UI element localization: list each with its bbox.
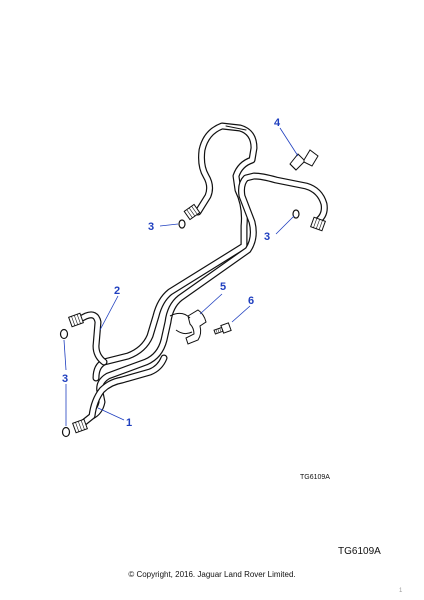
pipe-main-a (92, 122, 258, 382)
callout-3-right: 3 (264, 231, 270, 243)
fitting-right (310, 216, 326, 232)
pipe-branch-lower-left (78, 354, 168, 428)
copyright-text: © Copyright, 2016. Jaguar Land Rover Lim… (128, 570, 296, 579)
leader-6 (231, 305, 251, 323)
figure-reference-large: TG6109A (338, 546, 381, 557)
callout-1: 1 (126, 417, 132, 429)
pipe-branch-upper-left (74, 311, 108, 366)
pipe-assembly (74, 122, 328, 428)
pipe-main-b (88, 172, 328, 420)
callout-5: 5 (220, 281, 226, 293)
fitting-left-upper (68, 312, 84, 328)
callout-4: 4 (274, 117, 281, 129)
leader-3a (159, 223, 179, 227)
callout-3-top-left: 3 (148, 221, 154, 233)
fitting-left-lower (72, 418, 88, 434)
fitting-top-left (183, 203, 201, 221)
bolt (213, 322, 232, 335)
leader-1 (97, 407, 125, 421)
callout-6: 6 (248, 295, 254, 307)
hose-sleeve (225, 125, 247, 131)
o-ring-top-left (178, 219, 186, 229)
o-ring-left-upper (59, 328, 69, 340)
callout-2: 2 (114, 285, 120, 297)
leader-lines (63, 127, 299, 426)
leader-3c-up (63, 339, 67, 371)
leader-2 (99, 295, 119, 331)
figure-reference-small: TG6109A (300, 474, 330, 481)
leader-4 (279, 127, 299, 157)
callout-3-left: 3 (62, 373, 68, 385)
leader-3b (275, 215, 295, 235)
o-ring-right (292, 209, 300, 219)
clip-bracket (169, 309, 207, 345)
clip-top (289, 149, 319, 171)
page-number: 1 (399, 588, 403, 594)
o-ring-left-lower (61, 426, 71, 438)
leader-5 (199, 293, 223, 315)
